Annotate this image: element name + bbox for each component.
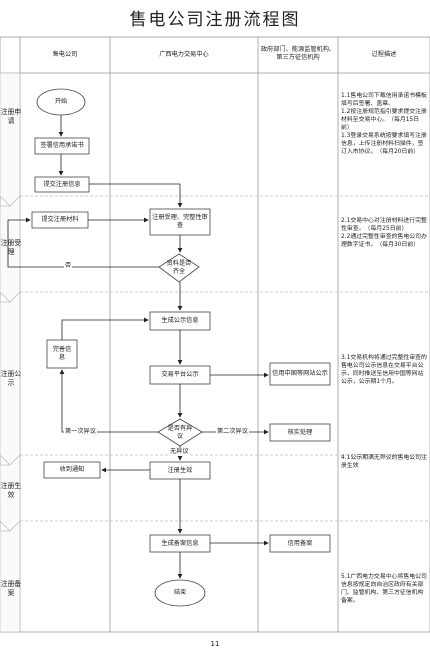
stage-label-record: 注册备案 <box>0 580 22 597</box>
edge-label-no: 否 <box>64 262 73 270</box>
effective-label: 注册生效 <box>167 466 193 474</box>
submit-info-box <box>34 176 90 193</box>
description-apply: 1.1售电公司下载信用承诺书模板填写后签署、盖章。 1.2按注册规范指引要求提交… <box>341 93 427 155</box>
edge-label-no-objection: 无异议 <box>169 448 190 456</box>
sign-box <box>34 137 90 155</box>
credit-record-label: 信用备案 <box>287 539 313 547</box>
receive-notice-box <box>43 461 101 479</box>
receive-notice-label: 收到通知 <box>59 466 85 473</box>
complete-diamond <box>158 253 200 283</box>
credit-site-label: 信用中国等网站公示 <box>272 370 328 377</box>
page-title: 售电公司注册流程图 <box>129 10 301 30</box>
column-header-government: 政府部门、能源监管机构、第三方征信机构 <box>260 46 336 61</box>
submit-material-label: 提交注册材料 <box>41 216 79 223</box>
stage-chevron <box>0 72 21 207</box>
description-accept: 2.1交易中心对注册材料进行完整性审查。（每月25日前） 2.2通过完整性审查的… <box>341 218 427 248</box>
end-label: 结束 <box>173 589 187 596</box>
platform-notice-label: 交易平台公示 <box>161 371 199 378</box>
column-header-seller: 售电公司 <box>52 51 78 58</box>
description-effective: 4.1公示期满无异议的售电公司注册生效 <box>341 455 427 469</box>
credit-record-box <box>269 534 331 553</box>
column-header-description: 过程描述 <box>371 51 397 58</box>
stage-label-apply: 注册申请 <box>0 108 22 125</box>
column-header-exchange: 广西电力交易中心 <box>159 51 209 58</box>
objection-question-label: 是否有异议 <box>167 424 193 440</box>
stage-label-notice: 注册公示 <box>0 370 22 387</box>
verify-label: 核实处理 <box>287 428 313 436</box>
stage-label-effective: 注册生效 <box>0 482 22 499</box>
description-record: 5.1广西电力交易中心将售电公司信息按规定向自治区政府有关部门、监管机构、第三方… <box>341 574 427 604</box>
description-notice: 3.1交易机构将通过完整性审查的售电公司公示信息在交易平台公示，同时推送至信用中… <box>341 355 427 385</box>
start-label: 开始 <box>54 98 68 105</box>
stage-label-accept: 注册受理 <box>0 239 22 256</box>
verify-box <box>269 423 331 442</box>
edge-label-first-objection: 第一次异议 <box>64 428 97 436</box>
end-node <box>154 579 206 607</box>
submit-info-label: 提交注册信息 <box>43 180 81 188</box>
edge-label-second-objection: 第二次异议 <box>216 428 249 436</box>
sign-label: 签署信用承诺书 <box>40 142 84 149</box>
accept-review-label: 注册受理、完整性审查 <box>152 214 208 229</box>
complete-question-label: 资料是否齐全 <box>166 259 192 275</box>
gen-record-label: 生成备案信息 <box>161 539 199 547</box>
improve-info-label: 完善信息 <box>52 346 72 361</box>
page-number: 11 <box>210 640 220 648</box>
gen-notice-label: 生成公示信息 <box>161 317 199 324</box>
credit-site-box <box>269 362 331 386</box>
table-border <box>0 36 430 633</box>
stage-chevron <box>0 520 21 633</box>
